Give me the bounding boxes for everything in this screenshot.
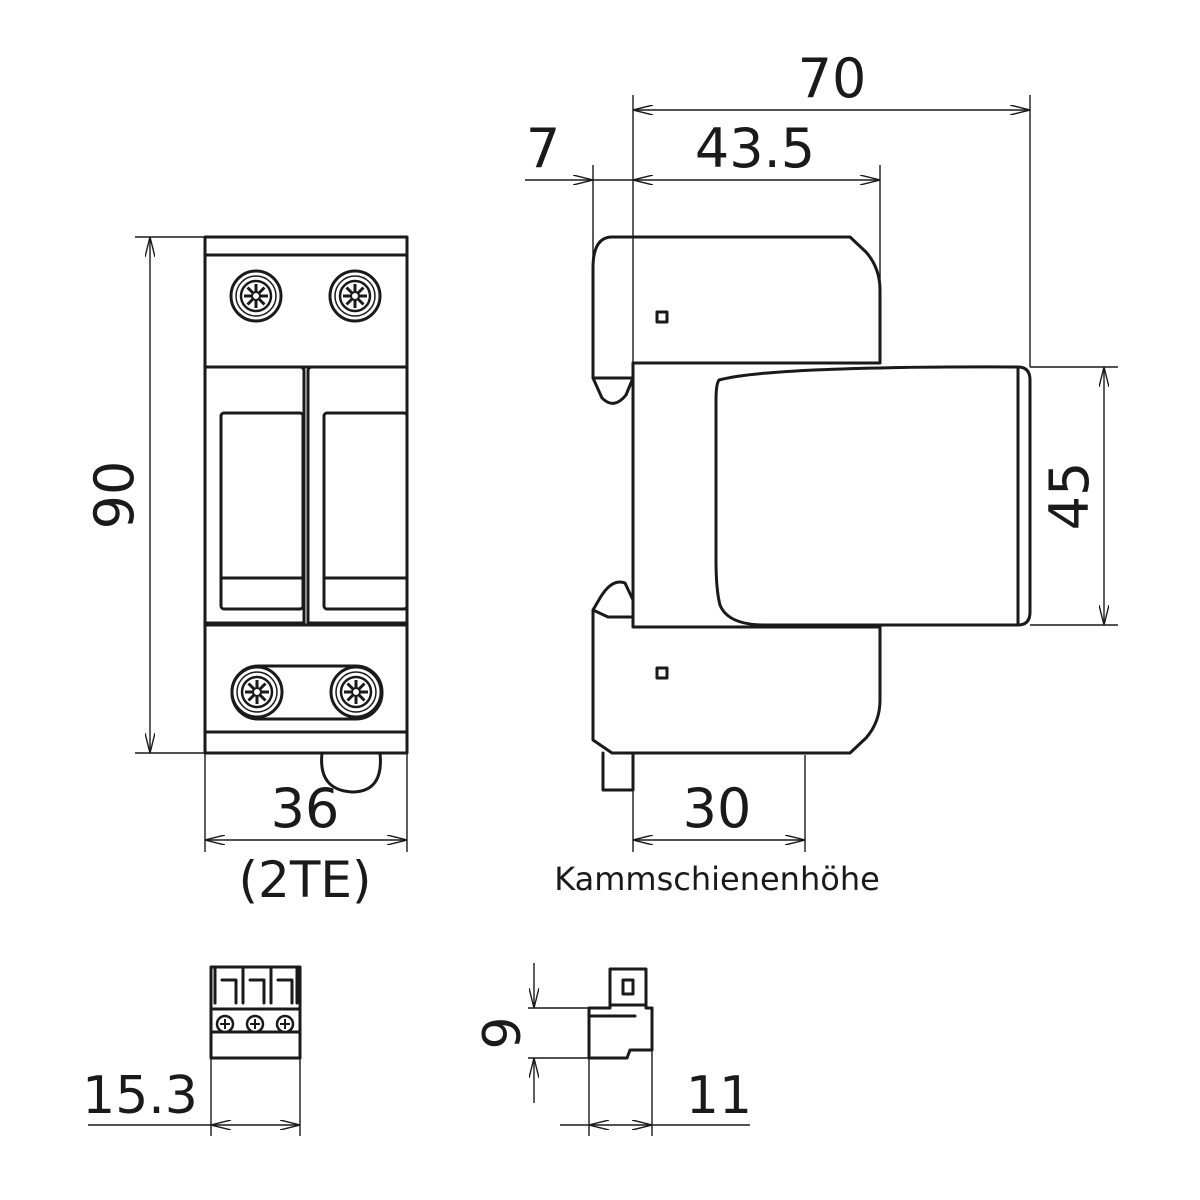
front-module-left (203, 365, 306, 625)
dimension-connector-height: 9 (473, 963, 589, 1103)
dim-label-side-cap-height: 45 (1038, 462, 1101, 531)
dim-label-side-rail-offset: 7 (526, 117, 560, 180)
front-module-right (306, 365, 409, 625)
dimension-side-rail-offset: 7 (525, 117, 633, 378)
dimension-front-height: 90 (83, 236, 205, 754)
side-indicator-mark (655, 310, 669, 324)
terminal-screw-icon (229, 269, 283, 323)
terminal-screw-icon (230, 665, 284, 719)
connector-front-view (209, 965, 302, 1060)
side-clip-foot (601, 751, 635, 792)
side-rail-hook-top (591, 376, 635, 405)
dim-label-connector-width: 15.3 (82, 1066, 198, 1126)
dimension-connector-width: 15.3 (82, 1058, 301, 1136)
dimension-side-depth: 43.5 (633, 117, 881, 363)
side-view (591, 235, 1032, 792)
front-view (203, 235, 409, 794)
dim-label-side-depth: 43.5 (695, 117, 815, 180)
dim-label-front-width-units: (2TE) (239, 851, 372, 909)
connector-screw-icon (275, 1014, 295, 1034)
dimension-connector-depth: 11 (560, 1050, 752, 1136)
dim-label-connector-depth: 11 (686, 1066, 752, 1126)
side-upper-housing (591, 235, 882, 380)
dimension-front-width: 36 (2TE) (204, 753, 408, 909)
dim-label-front-width: 36 (271, 777, 340, 840)
dim-label-busbar-caption: Kammschienenhöhe (554, 860, 880, 898)
side-lower-housing (591, 580, 882, 755)
terminal-screw-icon (328, 269, 382, 323)
dim-label-connector-height: 9 (473, 1016, 533, 1049)
terminal-screw-icon (329, 665, 383, 719)
connector-screw-icon (245, 1014, 265, 1034)
side-plug-cap (714, 365, 1032, 627)
dimension-side-cap-height: 45 (1030, 366, 1118, 626)
dim-label-front-height: 90 (83, 461, 146, 530)
dim-label-side-busbar-height: 30 (683, 777, 752, 840)
dimension-side-busbar-height: 30 Kammschienenhöhe (554, 755, 880, 898)
din-clip-loop (320, 751, 382, 794)
dim-label-side-total-depth: 70 (798, 47, 867, 110)
dimension-side-total-depth: 70 (632, 47, 1031, 378)
connector-side-view (587, 967, 654, 1060)
side-rail-hook-bottom (591, 608, 635, 619)
connector-screw-icon (215, 1014, 235, 1034)
side-indicator-mark (655, 666, 669, 680)
